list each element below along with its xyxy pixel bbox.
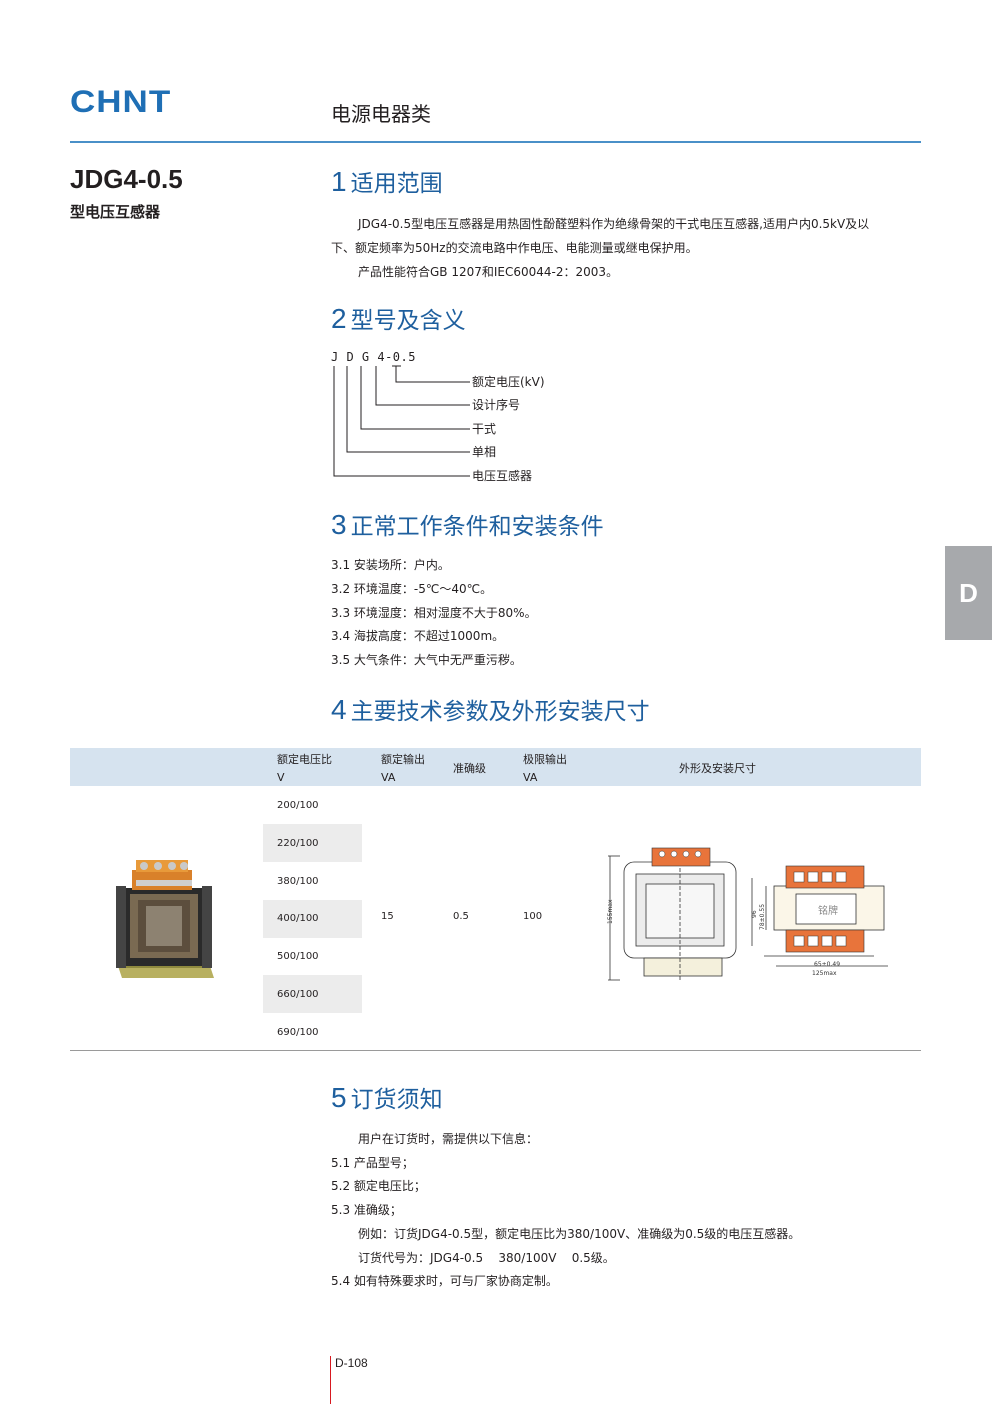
voltage-ratio-cell: 380/100	[277, 876, 319, 887]
nameplate-label: 铭牌	[818, 904, 838, 917]
model-code: J D G 4-0.5	[331, 350, 416, 364]
category-title: 电源电器类	[331, 102, 431, 126]
dim-96-label: 96	[751, 910, 758, 918]
header-divider	[70, 141, 921, 143]
section-title: 适用范围	[350, 171, 443, 197]
section-number: 1	[331, 166, 347, 197]
condition-item: 3.4 海拔高度：不超过1000m。	[331, 629, 505, 643]
header-limit-unit: VA	[523, 771, 538, 784]
section-number: 4	[331, 694, 347, 725]
header-output: 额定输出	[381, 753, 425, 766]
paragraph-line: JDG4-0.5型电压互感器是用热固性酚醛塑料作为绝缘骨架的干式电压互感器,适用…	[358, 217, 870, 231]
voltage-ratio-cell: 690/100	[277, 1027, 319, 1038]
code-label: 干式	[472, 422, 497, 436]
condition-item: 3.3 环境湿度：相对湿度不大于80%。	[331, 606, 537, 620]
header-output-unit: VA	[381, 771, 396, 784]
order-example-code: 订货代号为：JDG4-0.5 380/100V 0.5级。	[358, 1251, 615, 1265]
code-label: 单相	[472, 445, 497, 459]
dim-height-label: 155max	[607, 899, 614, 924]
section-title: 型号及含义	[350, 308, 466, 334]
voltage-ratio-cell: 660/100	[277, 989, 319, 1000]
condition-item: 3.2 环境温度：-5℃～40℃。	[331, 582, 493, 596]
order-item: 5.2 额定电压比；	[331, 1179, 426, 1193]
product-name: 型电压互感器	[70, 203, 161, 221]
paragraph-line: 下、额定频率为50Hz的交流电路中作电压、电能测量或继电保护用。	[331, 241, 698, 255]
voltage-ratio-cell: 220/100	[277, 838, 319, 849]
limit-output-cell: 100	[523, 911, 543, 922]
order-item: 5.4 如有特殊要求时，可与厂家协商定制。	[331, 1274, 558, 1288]
product-model: JDG4-0.5	[70, 164, 183, 194]
section-title: 正常工作条件和安装条件	[350, 514, 604, 540]
section-number: 5	[331, 1082, 347, 1113]
dim-125-label: 125max	[812, 970, 837, 977]
header-limit: 极限输出	[523, 753, 567, 766]
order-example: 例如：订货JDG4-0.5型，额定电压比为380/100V、准确级为0.5级的电…	[358, 1227, 801, 1241]
section-number: 3	[331, 509, 347, 540]
code-label: 设计序号	[472, 398, 521, 412]
chapter-tab: D	[945, 546, 992, 640]
page-number: D-108	[335, 1356, 368, 1370]
brand-logo: CHNT	[70, 84, 172, 120]
condition-item: 3.5 大气条件：大气中无严重污秽。	[331, 653, 522, 667]
row-shade	[263, 900, 362, 938]
model-code-diagram	[333, 365, 470, 477]
condition-item: 3.1 安装场所：户内。	[331, 558, 450, 572]
section-title: 订货须知	[350, 1087, 443, 1113]
header-ratio-unit: V	[277, 771, 285, 784]
row-shade	[263, 975, 362, 1013]
dimension-drawing: 155max 96 78±0.55 铭牌 65±0.49 125max	[607, 847, 888, 981]
section-title: 主要技术参数及外形安装尺寸	[350, 699, 650, 725]
footer-marker	[330, 1356, 331, 1404]
rated-output-cell: 15	[381, 911, 394, 922]
code-label: 电压互感器	[472, 469, 533, 483]
order-item: 5.3 准确级；	[331, 1203, 402, 1217]
dim-78-label: 78±0.55	[759, 904, 766, 930]
section-number: 2	[331, 303, 347, 334]
voltage-ratio-cell: 200/100	[277, 800, 319, 811]
table-bottom-rule	[70, 1050, 921, 1051]
voltage-ratio-cell: 400/100	[277, 913, 319, 924]
header-dimensions: 外形及安装尺寸	[679, 762, 756, 775]
order-item: 5.1 产品型号；	[331, 1156, 414, 1170]
header-ratio: 额定电压比	[277, 753, 332, 766]
paragraph-line: 产品性能符合GB 1207和IEC60044-2：2003。	[358, 265, 619, 279]
header-accuracy: 准确级	[453, 762, 486, 775]
code-label: 额定电压(kV)	[472, 375, 545, 389]
order-intro: 用户在订货时，需提供以下信息：	[358, 1132, 539, 1146]
dim-65-label: 65±0.49	[814, 961, 840, 968]
voltage-ratio-cell: 500/100	[277, 951, 319, 962]
row-shade	[263, 824, 362, 862]
transformer-photo	[116, 860, 214, 978]
accuracy-cell: 0.5	[453, 911, 469, 922]
table-header	[70, 748, 921, 786]
